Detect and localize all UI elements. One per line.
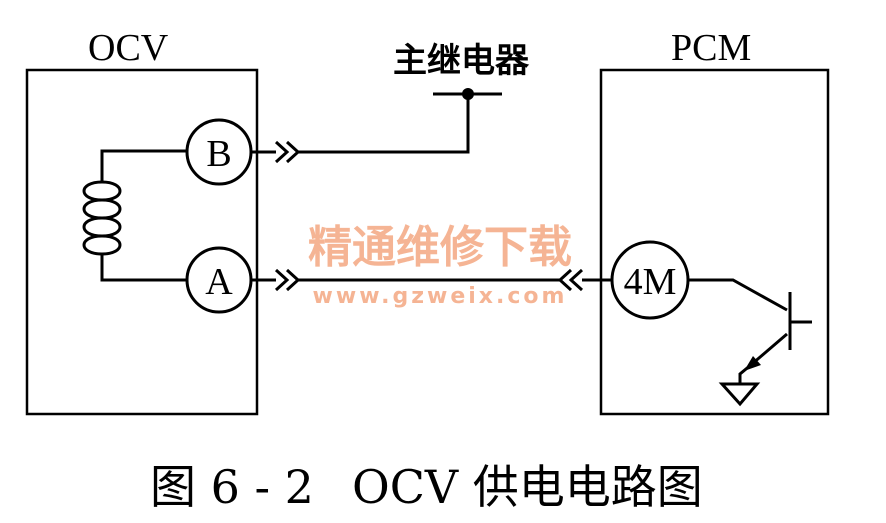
pin-a-label: A <box>205 261 233 303</box>
pin-b-label: B <box>206 133 231 175</box>
pcm-pin-4m: 4M <box>610 240 690 320</box>
wire-b-to-main-relay <box>251 88 502 164</box>
pcm-box <box>599 68 830 416</box>
ocv-pin-a: A <box>185 246 253 314</box>
ground-icon <box>718 382 761 407</box>
main-relay-label: 主继电器 <box>393 41 530 81</box>
caption-number: 图 6 - 2 <box>150 460 314 514</box>
main-relay-junction-dot <box>462 88 474 100</box>
wire-a-to-pcm-4m <box>251 268 616 292</box>
ocv-box <box>25 68 259 416</box>
solenoid-coil <box>82 149 187 282</box>
pcm-label: PCM <box>671 27 751 69</box>
watermark-cn: 精通维修下载 <box>308 222 572 273</box>
ocv-label: OCV <box>88 27 169 69</box>
ocv-pin-b: B <box>185 118 253 186</box>
pin-4m-label: 4M <box>624 261 677 303</box>
watermark-url: www.gzweix.com <box>313 284 568 309</box>
transistor-driver <box>688 278 812 407</box>
caption-title: OCV 供电电路图 <box>352 460 703 514</box>
